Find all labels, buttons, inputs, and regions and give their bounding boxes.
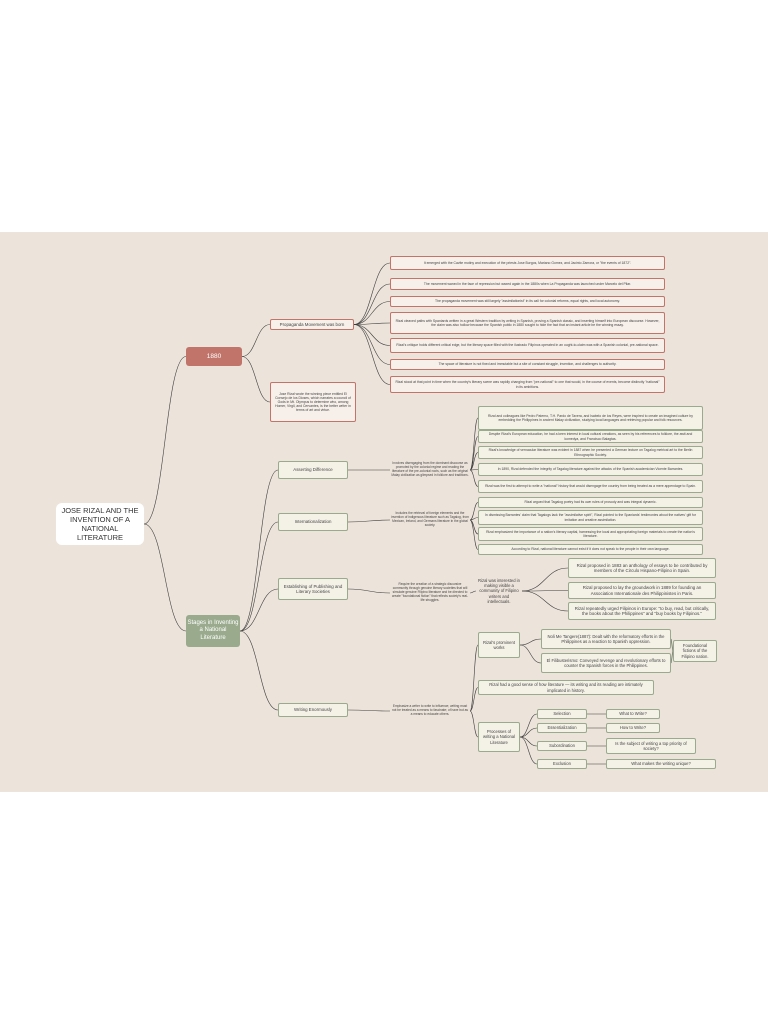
connector-node-writing-processes-to-process-essentialization — [519, 727, 538, 738]
establishing-item-1: Rizal proposed in 1883 an anthology of e… — [568, 558, 716, 578]
internationalization-item-1: Rizal argued that Tagalog poetry had its… — [478, 497, 703, 508]
connector-node-rizal-works-to-works-el-filibusterismo — [519, 644, 542, 664]
propaganda-item-6: The space of literature is not fixed and… — [390, 359, 665, 370]
internationalization-item-2: In dismissing Barrantes' claim that Taga… — [478, 510, 703, 525]
connector-internationalization-summary-to-internationalization-item-3 — [469, 519, 479, 535]
connector-node-stages-to-node-asserting-difference — [239, 469, 279, 632]
node-asserting-difference: Asserting Difference — [278, 461, 348, 479]
node-propaganda-movement: Propaganda Movement was born — [270, 319, 354, 330]
propaganda-item-5: Rizal's critique holds different critica… — [390, 338, 665, 353]
node-1880: 1880 — [186, 347, 242, 366]
connector-node-propaganda-movement-to-propaganda-item-5 — [353, 324, 391, 346]
asserting-item-5: Rizal was the first to attempt to write … — [478, 480, 703, 493]
connector-node-establishing-societies-to-establishing-summary — [347, 588, 391, 594]
connector-asserting-summary-to-asserting-item-3 — [469, 452, 479, 471]
connector-node-writing-processes-to-process-subordination — [519, 736, 538, 747]
works-noli-me-tangere: Noli Me Tangere(1887): Dealt with the re… — [541, 629, 671, 649]
node-foundational-fictions: Foundational fictions of the Filipino na… — [673, 640, 717, 662]
connector-root-title-to-node-1880 — [143, 356, 187, 525]
connector-establishing-rizal-interest-to-establishing-item-2 — [521, 590, 569, 592]
internationalization-summary: Includes the retrieval of foreign elemen… — [391, 511, 469, 527]
connector-node-rizal-works-to-works-noli-me-tangere — [519, 638, 542, 646]
node-el-consejo-award: Jose Rizal wrote the winning piece entit… — [270, 382, 356, 422]
connector-establishing-summary-to-establishing-rizal-interest — [469, 590, 477, 594]
question-top-priority: Is the subject of writing a top priority… — [606, 738, 696, 754]
connector-works-el-filibusterismo-to-node-foundational-fictions — [670, 650, 674, 664]
connector-node-writing-enormously-to-writing-summary — [347, 709, 391, 712]
works-el-filibusterismo: El Filibusterismo: Conveyed revenge and … — [541, 653, 671, 673]
connector-node-stages-to-node-establishing-societies — [239, 588, 279, 632]
connector-works-noli-me-tangere-to-node-foundational-fictions — [670, 638, 674, 652]
internationalization-item-4: According to Rizal, national literature … — [478, 544, 703, 555]
question-unique: What makes the writing unique? — [606, 759, 716, 769]
connector-writing-summary-to-node-rizal-works — [469, 644, 479, 712]
connector-establishing-rizal-interest-to-establishing-item-3 — [521, 590, 569, 612]
internationalization-item-3: Rizal emphasized the importance of a nat… — [478, 527, 703, 541]
node-writing-enormously: Writing Enormously — [278, 703, 348, 717]
propaganda-item-7: Rizal stood at that point in time when t… — [390, 376, 665, 393]
asserting-item-1: Rizal and colleagues like Pedro Paterno,… — [478, 406, 703, 430]
connector-node-stages-to-node-internationalization — [239, 521, 279, 632]
node-stages: Stages in Inventing a National Literatur… — [186, 615, 240, 647]
connector-asserting-summary-to-asserting-item-5 — [469, 469, 479, 487]
establishing-summary: Require the creation of a strategic disc… — [391, 582, 469, 602]
connector-asserting-summary-to-asserting-item-2 — [469, 436, 479, 471]
process-essentialization: Essentialization — [537, 723, 587, 733]
root-title: JOSE RIZAL AND THE INVENTION OF A NATION… — [56, 503, 144, 545]
connector-node-internationalization-to-internationalization-summary — [347, 519, 391, 523]
connector-asserting-summary-to-asserting-item-1 — [469, 417, 479, 471]
connector-node-stages-to-node-writing-enormously — [239, 630, 279, 711]
asserting-summary: Involves disengaging from the dominant d… — [391, 461, 469, 477]
connector-node-propaganda-movement-to-propaganda-item-2 — [353, 283, 391, 325]
connector-node-writing-processes-to-process-exclusion — [519, 736, 538, 765]
connector-lines — [143, 262, 674, 765]
connector-internationalization-summary-to-internationalization-item-2 — [469, 517, 479, 521]
connector-node-propaganda-movement-to-propaganda-item-7 — [353, 324, 391, 385]
propaganda-item-4: Rizal cleaved paths with Spaniards writt… — [390, 312, 665, 334]
propaganda-item-1: It emerged with the Cavite mutiny and ex… — [390, 256, 665, 270]
connector-asserting-summary-to-asserting-item-4 — [469, 469, 479, 471]
establishing-item-3: Rizal repeatedly urged Filipinos in Euro… — [568, 602, 716, 620]
connector-node-1880-to-node-propaganda-movement — [241, 324, 271, 357]
question-how-to-write: How to Write? — [606, 723, 660, 733]
node-internationalization: Internationalization — [278, 513, 348, 531]
connector-root-title-to-node-stages — [143, 523, 187, 632]
node-establishing-societies: Establishing of Publishing and Literary … — [278, 578, 348, 600]
establishing-rizal-interest: Rizal was interested in making visible a… — [478, 578, 520, 604]
connector-establishing-rizal-interest-to-establishing-item-1 — [521, 567, 569, 592]
establishing-item-2: Rizal proposed to lay the groundwork in … — [568, 582, 716, 599]
node-rizal-works: Rizal's prominent works — [478, 632, 520, 658]
process-subordination: Subordination — [537, 741, 587, 751]
node-writing-processes: Processes of writing a National Literatu… — [478, 722, 520, 752]
connector-node-propaganda-movement-to-propaganda-item-1 — [353, 262, 391, 325]
connector-node-propaganda-movement-to-propaganda-item-3 — [353, 301, 391, 325]
connector-node-propaganda-movement-to-propaganda-item-4 — [353, 322, 391, 325]
propaganda-item-3: The propaganda movement was still largel… — [390, 296, 665, 307]
connector-node-writing-processes-to-process-selection — [519, 713, 538, 738]
connector-writing-summary-to-node-writing-processes — [469, 710, 479, 738]
process-selection: Selection — [537, 709, 587, 719]
asserting-item-2: Despite Rizal's European education, he h… — [478, 430, 703, 443]
asserting-item-4: In 1890, Rizal defended the integrity of… — [478, 463, 703, 476]
node-rizal-sense-of-literature: Rizal had a good sense of how literature… — [478, 680, 654, 695]
connector-internationalization-summary-to-internationalization-item-4 — [469, 519, 479, 550]
asserting-item-3: Rizal's knowledge of vernacular literatu… — [478, 446, 703, 459]
connector-writing-summary-to-node-rizal-sense-of-literature — [469, 687, 479, 712]
propaganda-item-2: The movement waned in the face of repres… — [390, 278, 665, 290]
connector-internationalization-summary-to-internationalization-item-1 — [469, 502, 479, 521]
writing-summary: Emphasize a writer to write to influence… — [391, 704, 469, 716]
question-what-to-write: What to Write? — [606, 709, 660, 719]
connector-node-1880-to-node-el-consejo-award — [241, 356, 271, 403]
process-exclusion: Exclusion — [537, 759, 587, 769]
mind-map-canvas: JOSE RIZAL AND THE INVENTION OF A NATION… — [0, 232, 768, 792]
